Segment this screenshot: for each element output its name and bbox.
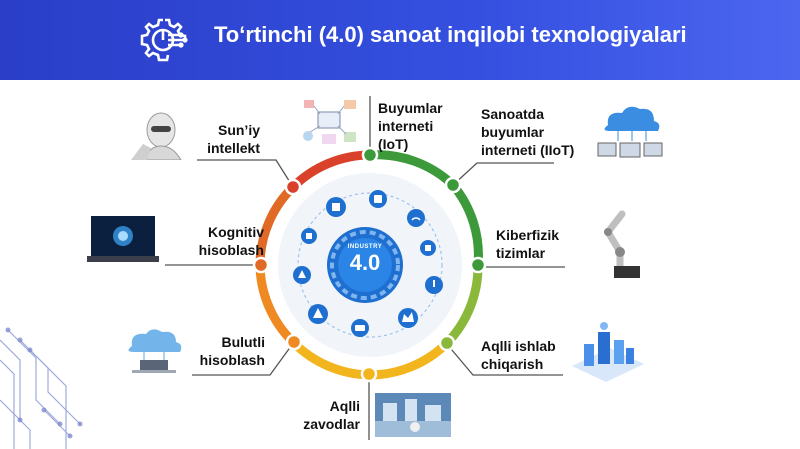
label-cloud: Bulutli hisoblash bbox=[190, 333, 265, 369]
label-line: Aqlli bbox=[329, 398, 360, 414]
industry-badge-label: INDUSTRY 4.0 bbox=[335, 244, 395, 276]
badge-value: 4.0 bbox=[349, 250, 381, 275]
node-smart-mfg bbox=[438, 334, 456, 352]
label-line: (IoT) bbox=[378, 136, 409, 152]
label-line: Bulutli bbox=[221, 334, 265, 350]
connected-devices-icon bbox=[303, 100, 356, 144]
label-line: Kiberfizik bbox=[496, 227, 560, 243]
robot-head-icon bbox=[131, 112, 182, 160]
node-smart-factory bbox=[360, 365, 378, 383]
label-line: Sanoatda bbox=[481, 106, 545, 122]
label-iot: Buyumlar interneti (IoT) bbox=[378, 99, 488, 153]
label-line: zavodlar bbox=[303, 416, 360, 432]
node-cps bbox=[469, 256, 487, 274]
node-cognitive bbox=[252, 256, 270, 274]
label-smart-mfg: Aqlli ishlab chiqarish bbox=[481, 337, 591, 373]
label-line: hisoblash bbox=[199, 352, 265, 368]
cloud-computers-icon bbox=[597, 106, 663, 158]
label-line: interneti (IIoT) bbox=[481, 142, 575, 158]
badge-top-text: INDUSTRY bbox=[347, 244, 383, 250]
label-line: tizimlar bbox=[496, 245, 546, 261]
node-cloud bbox=[285, 333, 303, 351]
label-line: hisoblash bbox=[198, 242, 264, 258]
robot-arm-icon bbox=[603, 210, 640, 278]
page-title: To‘rtinchi (4.0) sanoat inqilobi texnolo… bbox=[214, 22, 687, 47]
node-iot bbox=[361, 146, 379, 164]
node-iiot bbox=[444, 176, 462, 194]
gear-circuit-icon bbox=[140, 18, 188, 62]
ring-nodes bbox=[252, 146, 487, 383]
factory-photo-icon bbox=[375, 393, 451, 437]
cloud-laptop-icon bbox=[128, 329, 182, 373]
label-cognitive: Kognitiv hisoblash bbox=[162, 223, 264, 259]
label-line: interneti bbox=[378, 118, 434, 134]
label-line: intellekt bbox=[207, 140, 260, 156]
label-smart-factory: Aqlli zavodlar bbox=[290, 397, 360, 433]
label-iiot: Sanoatda buyumlar interneti (IIoT) bbox=[481, 105, 601, 159]
label-cps: Kiberfizik tizimlar bbox=[496, 226, 596, 262]
header-banner: To‘rtinchi (4.0) sanoat inqilobi texnolo… bbox=[0, 0, 800, 80]
technology-ring bbox=[255, 150, 483, 380]
label-line: buyumlar bbox=[481, 124, 545, 140]
connector-lines bbox=[165, 96, 565, 440]
label-ai: Sun’iy intellekt bbox=[180, 121, 260, 157]
smart-city-icon bbox=[572, 322, 644, 382]
industry-badge bbox=[327, 227, 403, 303]
circuit-decoration bbox=[0, 329, 81, 449]
label-line: chiqarish bbox=[481, 356, 544, 372]
brain-laptop-icon bbox=[87, 216, 159, 262]
node-ai bbox=[284, 178, 302, 196]
label-line: Buyumlar bbox=[378, 100, 443, 116]
label-line: Kognitiv bbox=[208, 224, 264, 240]
label-line: Aqlli ishlab bbox=[481, 338, 556, 354]
label-line: Sun’iy bbox=[217, 122, 260, 138]
